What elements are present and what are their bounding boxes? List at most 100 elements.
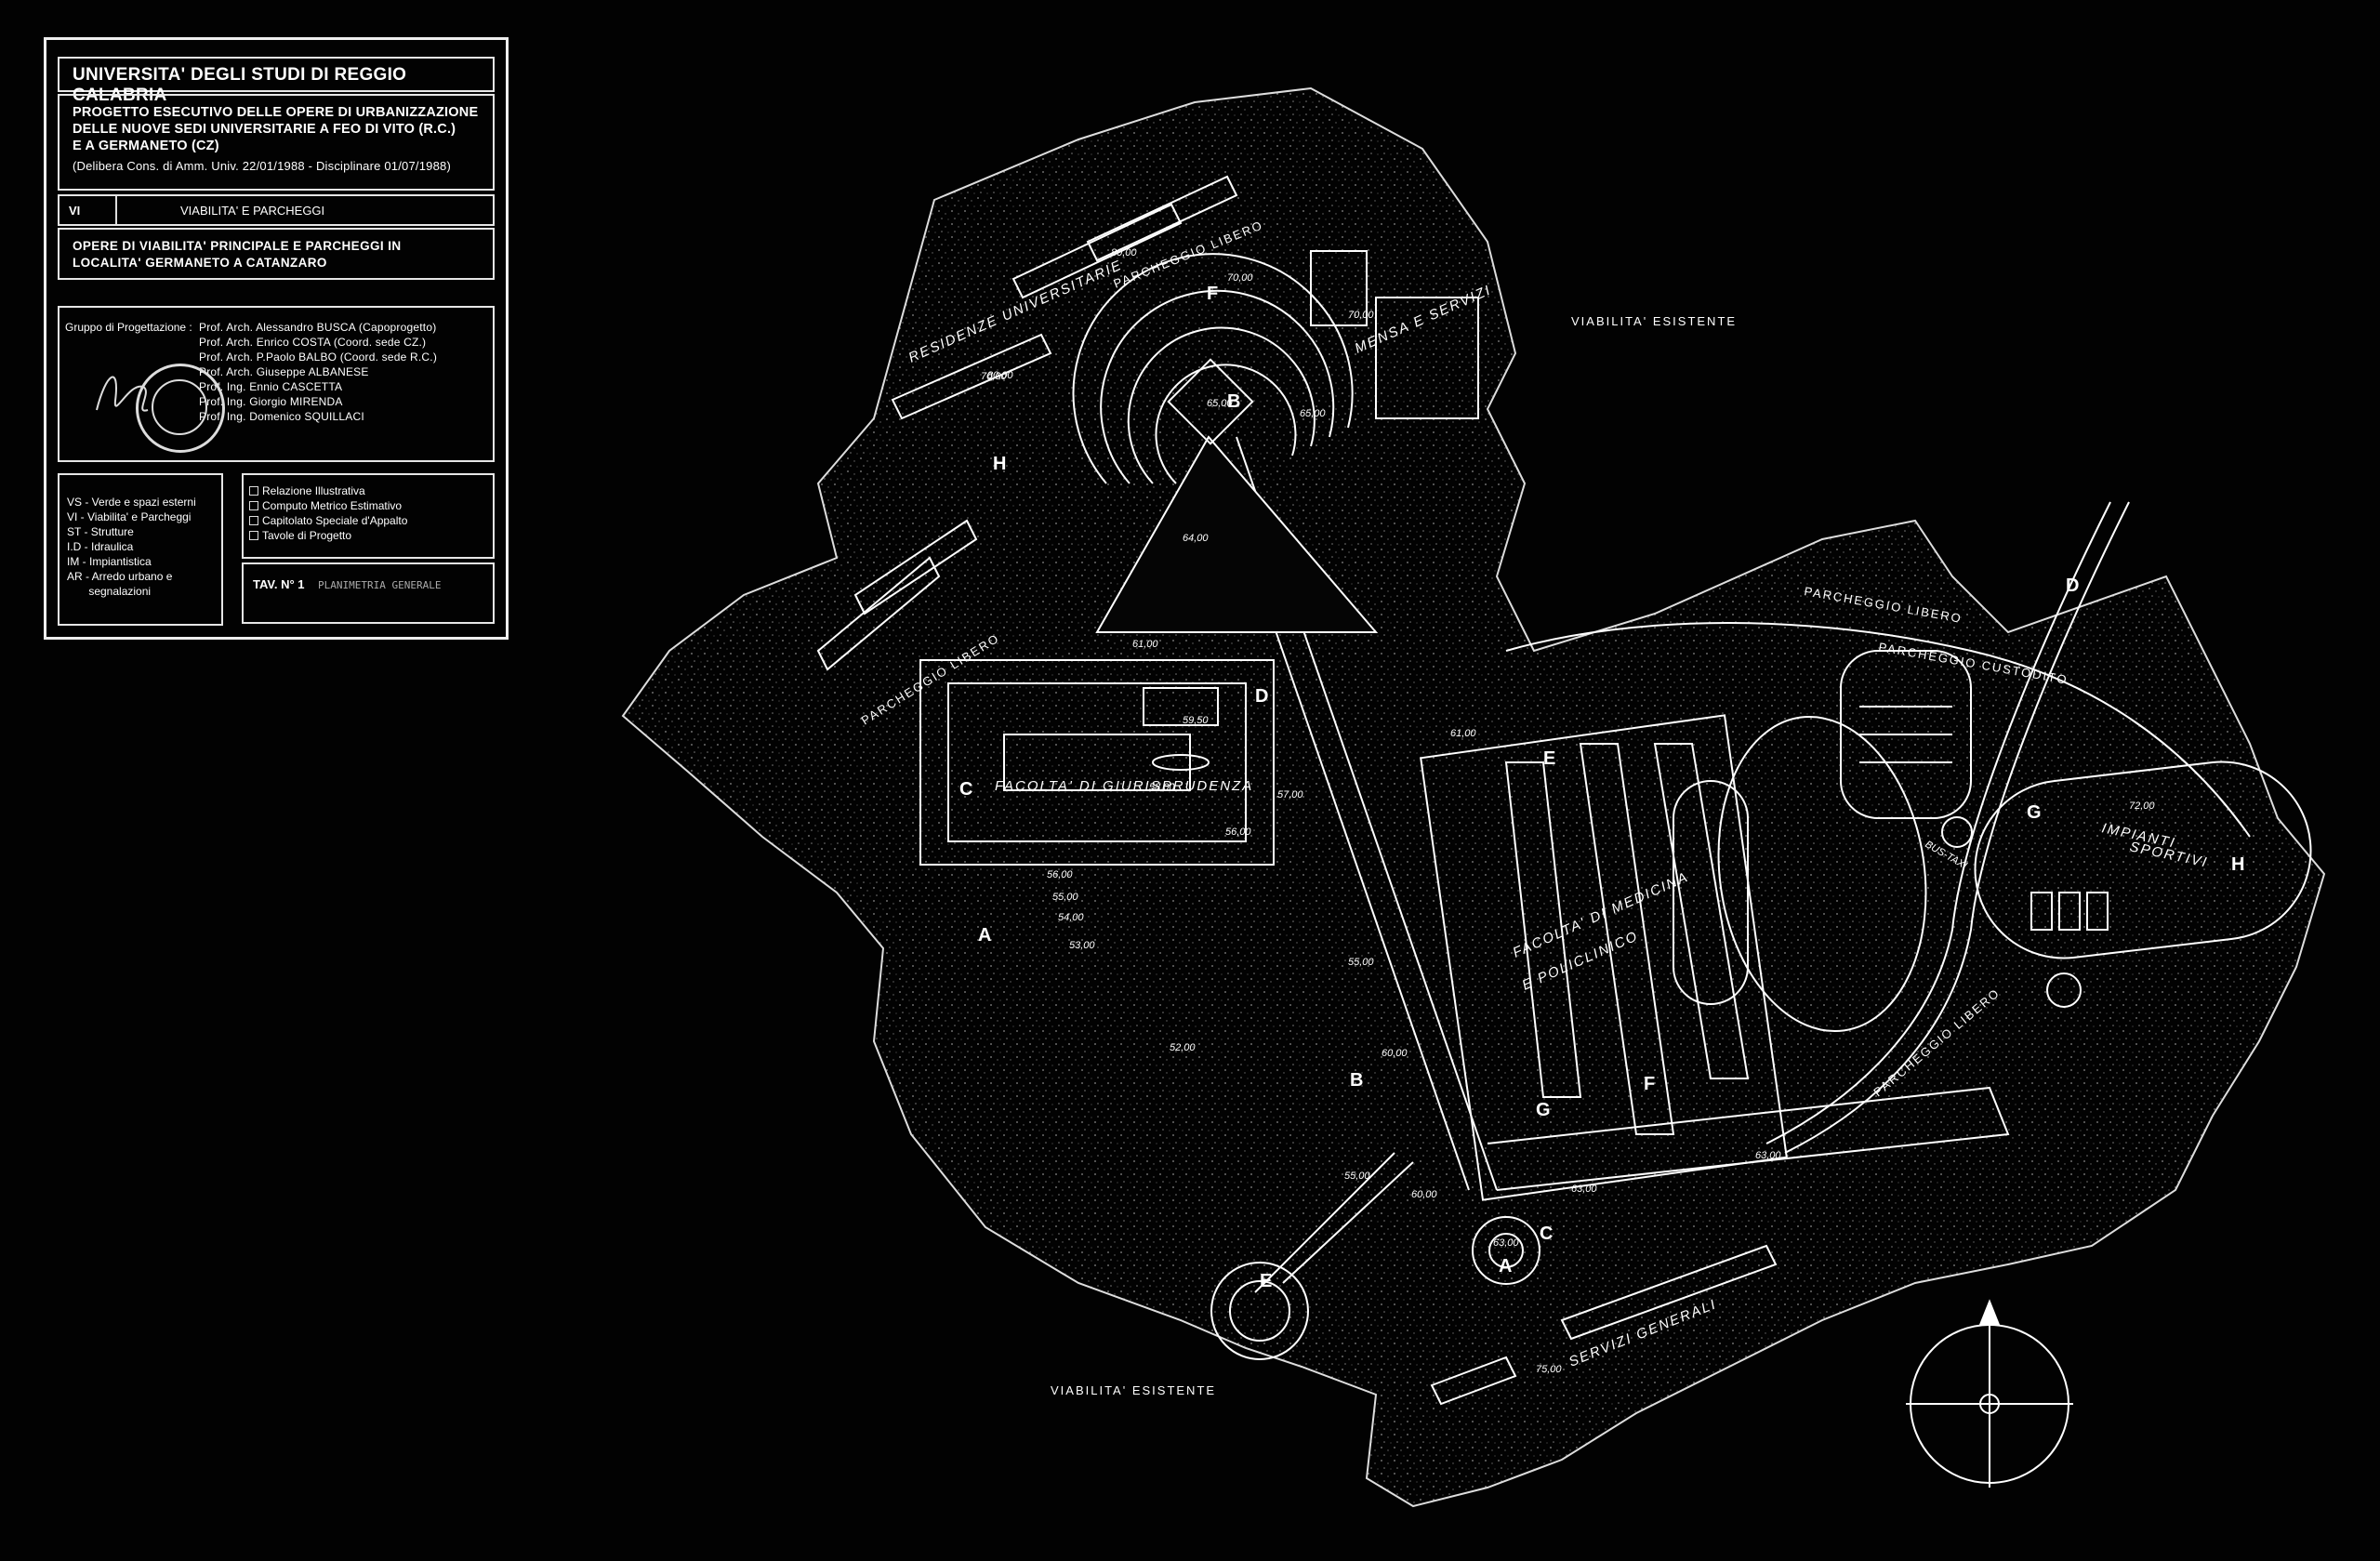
checkbox-icon bbox=[249, 501, 258, 510]
main-boulevard bbox=[1095, 435, 2010, 1293]
letter-g-east: G bbox=[2027, 802, 2042, 823]
member-6: Prof. Ing. Giorgio MIRENDA bbox=[199, 395, 343, 408]
elev-22: 60,00 bbox=[1411, 1189, 1437, 1200]
doc-1: Relazione Illustrativa bbox=[249, 484, 365, 497]
member-7: Prof. Ing. Domenico SQUILLACI bbox=[199, 410, 364, 423]
project-line-3: E A GERMANETO (CZ) bbox=[73, 139, 219, 153]
letter-a-left: A bbox=[978, 925, 991, 946]
legend-vs: VS - Verde e spazi esterni bbox=[67, 496, 196, 509]
project-line-1: PROGETTO ESECUTIVO DELLE OPERE DI URBANI… bbox=[73, 105, 479, 120]
letter-b-bottom: B bbox=[1350, 1070, 1363, 1091]
north-arrow-icon bbox=[1906, 1299, 2073, 1488]
doc-3: Capitolato Speciale d'Appalto bbox=[249, 514, 408, 527]
services-building bbox=[1430, 1244, 1778, 1406]
elev-23: 72,00 bbox=[2129, 800, 2155, 812]
section-divider bbox=[115, 196, 117, 224]
letter-b-top: B bbox=[1227, 391, 1240, 412]
letter-c-bottom: C bbox=[1540, 1224, 1553, 1244]
elev-28: 60,00 bbox=[1382, 1048, 1408, 1059]
elev-27: 70,00 bbox=[1348, 310, 1374, 321]
roundabout-h bbox=[1941, 816, 2082, 1008]
checkbox-icon bbox=[249, 486, 258, 496]
plate-label: TAV. N° 1 bbox=[253, 577, 305, 591]
central-amphitheatre bbox=[1072, 253, 1354, 484]
elev-17: 52,00 bbox=[1170, 1042, 1196, 1053]
plate-number: TAV. N° 1 PLANIMETRIA GENERALE bbox=[242, 562, 495, 624]
plate-title: PLANIMETRIA GENERALE bbox=[318, 579, 442, 591]
checkbox-icon bbox=[249, 516, 258, 525]
letter-d-center: D bbox=[1255, 686, 1268, 707]
elev-1: 80,00 bbox=[1111, 247, 1137, 258]
member-4: Prof. Arch. Giuseppe ALBANESE bbox=[199, 365, 369, 378]
project-description: PROGETTO ESECUTIVO DELLE OPERE DI URBANI… bbox=[58, 94, 495, 191]
elev-2: 70,00 bbox=[981, 371, 1007, 382]
label-viabilita-top: VIABILITA' ESISTENTE bbox=[1571, 314, 1737, 328]
document-list: Relazione Illustrativa Computo Metrico E… bbox=[242, 473, 495, 559]
member-5: Prof. Ing. Ennio CASCETTA bbox=[199, 380, 343, 393]
doc-2-label: Computo Metrico Estimativo bbox=[262, 499, 403, 512]
works-description: OPERE DI VIABILITA' PRINCIPALE E PARCHEG… bbox=[58, 228, 495, 280]
elev-26: 61,00 bbox=[1450, 728, 1476, 739]
label-viabilita-bottom: VIABILITA' ESISTENTE bbox=[1051, 1383, 1216, 1397]
letter-a-bottom: A bbox=[1499, 1256, 1512, 1277]
legend-im: IM - Impiantistica bbox=[67, 555, 152, 568]
letter-d-east: D bbox=[2066, 575, 2079, 596]
legend-ar-cont: segnalazioni bbox=[67, 585, 152, 598]
doc-1-label: Relazione Illustrativa bbox=[262, 484, 365, 497]
discipline-legend: VS - Verde e spazi esterni VI - Viabilit… bbox=[58, 473, 223, 626]
elev-25: 80,00 bbox=[987, 370, 1013, 381]
works-line-2: LOCALITA' GERMANETO A CATANZARO bbox=[73, 256, 327, 270]
legend-ar: AR - Arredo urbano e bbox=[67, 570, 173, 583]
elev-11: 56,00 bbox=[1225, 827, 1251, 838]
letter-f-medicina: F bbox=[1644, 1074, 1655, 1094]
doc-4: Tavole di Progetto bbox=[249, 529, 352, 542]
roundabout-a bbox=[1472, 1216, 1540, 1285]
member-1: Prof. Arch. Alessandro BUSCA (Capoproget… bbox=[199, 321, 437, 334]
elev-19: 63,00 bbox=[1571, 1184, 1597, 1195]
elev-13: 55,00 bbox=[1052, 892, 1078, 903]
elev-4: 65,00 bbox=[1207, 398, 1233, 409]
elev-7: 61,00 bbox=[1132, 639, 1158, 650]
section-header: VI VIABILITA' E PARCHEGGI bbox=[58, 194, 495, 226]
guarded-parking bbox=[1840, 650, 1972, 819]
letter-h-nw: H bbox=[993, 454, 1006, 474]
section-title: VIABILITA' E PARCHEGGI bbox=[180, 204, 325, 218]
letter-h-east: H bbox=[2231, 854, 2244, 875]
elev-8: 59,50 bbox=[1183, 715, 1209, 726]
section-code: VI bbox=[69, 204, 81, 218]
east-road bbox=[1505, 501, 2251, 1154]
letter-e-medicina: E bbox=[1543, 748, 1555, 769]
elev-21: 63,00 bbox=[1755, 1150, 1781, 1161]
mensa-building bbox=[1310, 250, 1479, 419]
letter-g-medicina: G bbox=[1536, 1100, 1551, 1120]
doc-4-label: Tavole di Progetto bbox=[262, 529, 352, 542]
elev-15: 54,00 bbox=[1058, 912, 1084, 923]
residence-blocks bbox=[816, 175, 1238, 671]
elev-10: 57,00 bbox=[1277, 789, 1303, 800]
checkbox-icon bbox=[249, 531, 258, 540]
doc-3-label: Capitolato Speciale d'Appalto bbox=[262, 514, 408, 527]
works-line-1: OPERE DI VIABILITA' PRINCIPALE E PARCHEG… bbox=[73, 239, 402, 253]
member-2: Prof. Arch. Enrico COSTA (Coord. sede CZ… bbox=[199, 336, 427, 349]
elev-9: 58,00 bbox=[1149, 782, 1175, 793]
sports-field bbox=[1974, 761, 2312, 959]
elev-6: 64,00 bbox=[1183, 533, 1209, 544]
doc-2: Computo Metrico Estimativo bbox=[249, 499, 403, 512]
elev-24: 75,00 bbox=[1536, 1364, 1562, 1375]
elev-20: 63,00 bbox=[1493, 1237, 1519, 1249]
elev-5: 65,00 bbox=[1300, 408, 1326, 419]
legend-vi: VI - Viabilita' e Parcheggi bbox=[67, 510, 192, 523]
legend-id: I.D - Idraulica bbox=[67, 540, 134, 553]
title-block: UNIVERSITA' DEGLI STUDI DI REGGIO CALABR… bbox=[44, 37, 509, 640]
group-label: Gruppo di Progettazione : bbox=[65, 321, 192, 334]
letter-c-left: C bbox=[959, 779, 972, 800]
site-boundary bbox=[621, 86, 2326, 1508]
elev-3: 70,00 bbox=[1227, 272, 1253, 284]
elev-16: 53,00 bbox=[1069, 940, 1095, 951]
letter-e-bottom: E bbox=[1260, 1271, 1272, 1291]
roundabout-e bbox=[1210, 1262, 1309, 1360]
deliberation-note: (Delibera Cons. di Amm. Univ. 22/01/1988… bbox=[73, 159, 451, 173]
legend-st: ST - Strutture bbox=[67, 525, 134, 538]
medicina-building bbox=[1420, 714, 1927, 1201]
elev-18: 55,00 bbox=[1344, 1171, 1370, 1182]
